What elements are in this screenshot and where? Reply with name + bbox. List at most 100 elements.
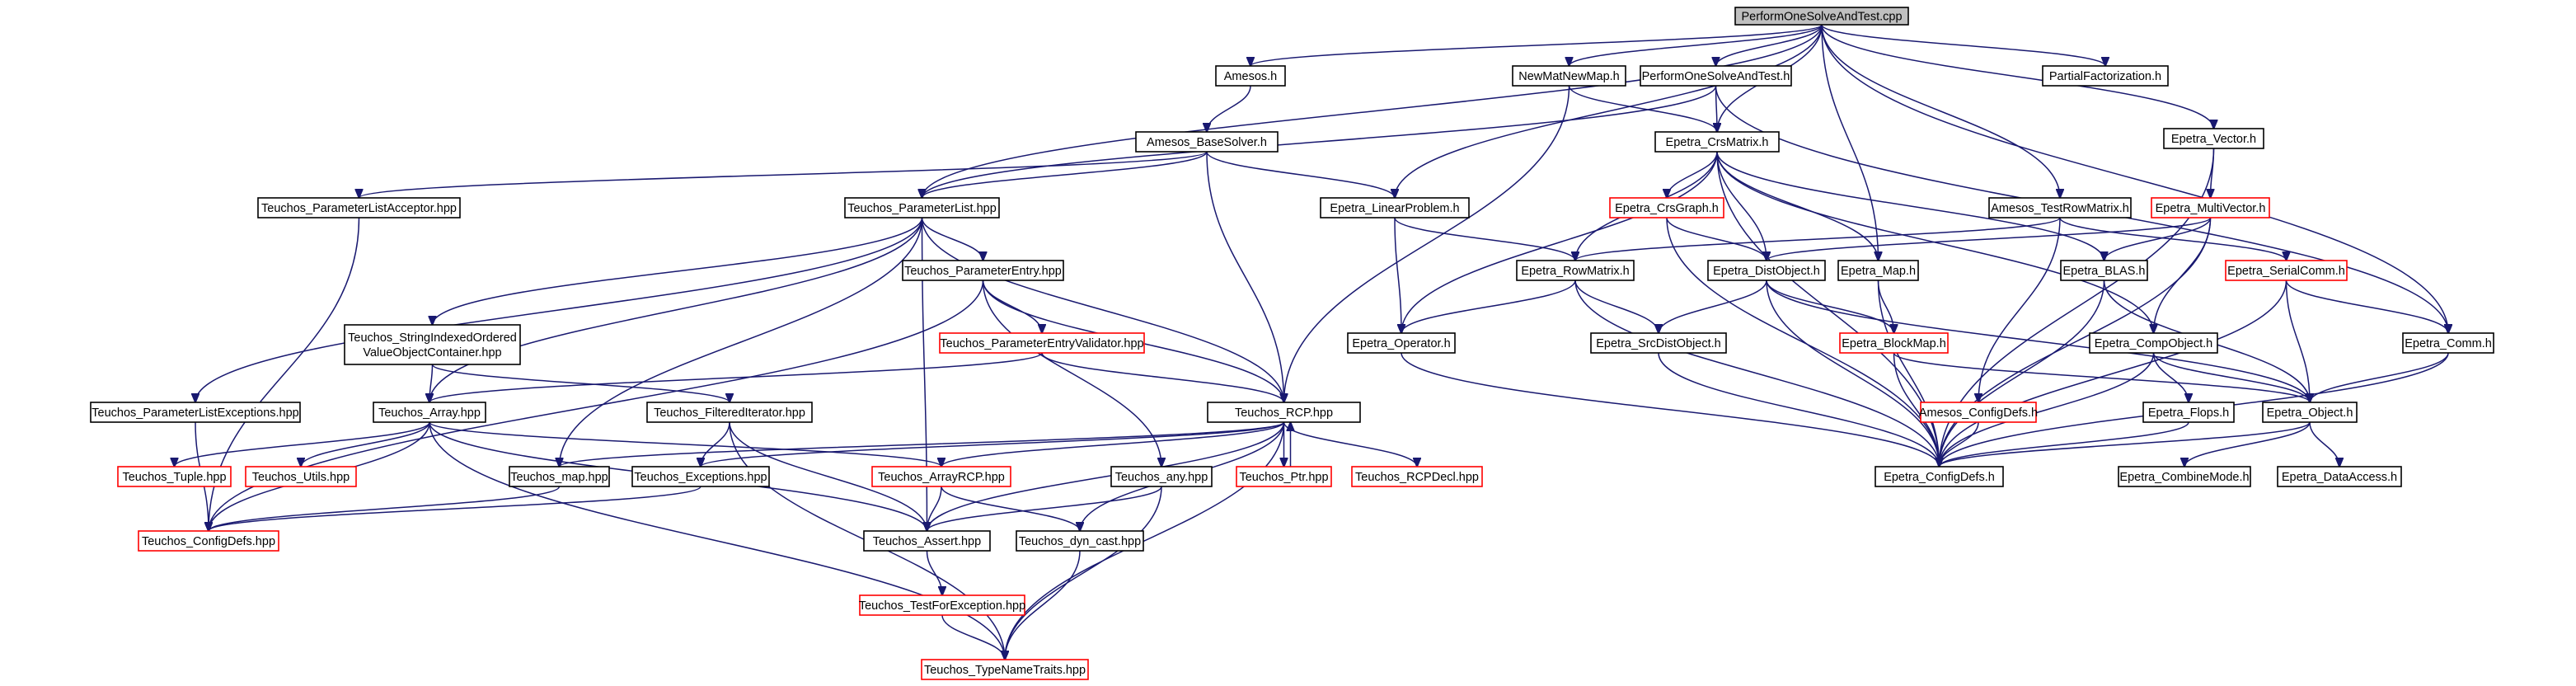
node-label: Epetra_MultiVector.h [2156,202,2266,215]
edge-root-to-partial [1821,24,2105,66]
node-label: Epetra_CombineMode.h [2119,471,2249,484]
edge-tarray-to-ttuple [175,421,430,467]
graph-node-combmode[interactable]: Epetra_CombineMode.h [2118,466,2251,487]
graph-node-strindexed[interactable]: Teuchos_StringIndexedOrderedValueObjectC… [344,324,521,365]
graph-node-flops[interactable]: Epetra_Flops.h [2142,402,2235,423]
edge-rcp-to-typename [1005,421,1285,660]
graph-node-amconfig[interactable]: Amesos_ConfigDefs.h [1919,402,2038,423]
graph-node-blas[interactable]: Epetra_BLAS.h [2060,260,2148,281]
graph-node-dyncast[interactable]: Teuchos_dyn_cast.hpp [1016,530,1144,552]
graph-node-pentry[interactable]: Teuchos_ParameterEntry.hpp [902,260,1064,281]
graph-node-rcp[interactable]: Teuchos_RCP.hpp [1207,402,1361,423]
graph-node-rcpdecl[interactable]: Teuchos_RCPDecl.hpp [1351,466,1483,487]
edge-posat_h-to-plist [922,85,1717,198]
graph-node-serialcomm[interactable]: Epetra_SerialComm.h [2225,260,2348,281]
graph-node-tptr[interactable]: Teuchos_Ptr.hpp [1236,466,1332,487]
graph-node-plistexc[interactable]: Teuchos_ParameterListExceptions.hpp [90,402,301,423]
node-label: Teuchos_FilteredIterator.hpp [654,406,805,420]
graph-node-filtered[interactable]: Teuchos_FilteredIterator.hpp [646,402,813,423]
graph-node-multivec[interactable]: Epetra_MultiVector.h [2151,197,2270,218]
graph-node-texc[interactable]: Teuchos_Exceptions.hpp [631,466,770,487]
node-box [1207,402,1361,423]
edge-rcp-to-tmap [560,421,1285,467]
edge-plist-to-pentry [921,217,983,261]
node-label: Teuchos_RCPDecl.hpp [1355,471,1479,484]
graph-node-testforexc[interactable]: Teuchos_TestForException.hpp [859,594,1025,616]
graph-node-tmap[interactable]: Teuchos_map.hpp [509,466,610,487]
node-label: Epetra_Comm.h [2405,337,2492,350]
edge-serialcomm-to-eobject [2285,280,2311,402]
node-label: Epetra_RowMatrix.h [1521,265,1629,278]
graph-node-tany[interactable]: Teuchos_any.hpp [1110,466,1213,487]
edge-distobj-to-blockmap [1766,280,1894,333]
edge-amconfig-to-econfig [1940,421,1979,467]
edge-root-to-testrow [1821,24,2060,198]
edge-distobj-to-econfig [1766,280,1940,467]
graph-node-tarray[interactable]: Teuchos_Array.hpp [373,402,486,423]
graph-node-basesolver[interactable]: Amesos_BaseSolver.h [1135,131,1279,153]
node-box [631,466,770,487]
graph-node-eoperator[interactable]: Epetra_Operator.h [1347,332,1456,354]
graph-node-arrayrcp[interactable]: Teuchos_ArrayRCP.hpp [871,466,1011,487]
graph-node-amesos_h[interactable]: Amesos.h [1215,65,1286,87]
edge-pentry-to-pevalidator [982,280,1043,333]
graph-node-evector[interactable]: Epetra_Vector.h [2163,128,2264,149]
graph-node-ttuple[interactable]: Teuchos_Tuple.hpp [117,466,232,487]
edge-newmat-to-rcp [1284,85,1570,402]
node-label: Teuchos_ParameterList.hpp [847,202,997,215]
graph-node-tconfig[interactable]: Teuchos_ConfigDefs.hpp [138,530,279,552]
edge-blockmap-to-eobject [1893,352,2311,402]
node-box [117,466,232,487]
graph-node-tutils[interactable]: Teuchos_Utils.hpp [245,466,357,487]
edge-root-to-linprob [1395,24,1823,198]
edge-plist-to-tarray [429,217,923,402]
graph-node-linprob[interactable]: Epetra_LinearProblem.h [1320,197,1470,218]
graph-node-posat_h[interactable]: PerformOneSolveAndTest.h [1640,65,1792,87]
graph-node-compobj[interactable]: Epetra_CompObject.h [2089,332,2218,354]
node-label: Epetra_SrcDistObject.h [1596,337,1721,350]
graph-node-distobj[interactable]: Epetra_DistObject.h [1707,260,1826,281]
graph-node-econfig[interactable]: Epetra_ConfigDefs.h [1875,466,2004,487]
edge-flops-to-econfig [1940,421,2189,467]
graph-node-crsgraph[interactable]: Epetra_CrsGraph.h [1609,197,1724,218]
graph-node-tassert[interactable]: Teuchos_Assert.hpp [863,530,991,552]
graph-node-blockmap[interactable]: Epetra_BlockMap.h [1839,332,1949,354]
node-label: Epetra_Vector.h [2171,133,2256,146]
graph-node-typename[interactable]: Teuchos_TypeNameTraits.hpp [921,659,1089,680]
edge-testrow-to-rowmatrix [1575,217,2061,261]
node-box [1839,332,1949,354]
graph-node-partial[interactable]: PartialFactorization.h [2042,65,2169,87]
node-label: NewMatNewMap.h [1518,70,1620,83]
graph-node-ecomm[interactable]: Epetra_Comm.h [2402,332,2494,354]
edge-pevalidator-to-rcp [1041,352,1284,402]
node-box [921,659,1089,680]
edge-crsmatrix-to-blas [1716,151,2104,261]
graph-node-testrow[interactable]: Amesos_TestRowMatrix.h [1988,197,2132,218]
graph-node-eobject[interactable]: Epetra_Object.h [2262,402,2358,423]
edge-crsmatrix-to-distobj [1716,151,1767,261]
edge-root-to-posat_h [1716,24,1823,66]
edge-root-to-amesos_h [1250,24,1823,66]
graph-node-emap[interactable]: Epetra_Map.h [1837,260,1919,281]
graph-node-root[interactable]: PerformOneSolveAndTest.cpp [1734,7,1909,26]
edge-pevalidator-to-tarray [429,352,1043,402]
node-box [1640,65,1792,87]
edge-root-to-evector [1821,24,2214,129]
graph-node-srcdist[interactable]: Epetra_SrcDistObject.h [1590,332,1727,354]
graph-node-rowmatrix[interactable]: Epetra_RowMatrix.h [1516,260,1635,281]
node-box [1920,402,2037,423]
graph-node-crsmatrix[interactable]: Epetra_CrsMatrix.h [1654,131,1780,153]
graph-node-plist[interactable]: Teuchos_ParameterList.hpp [844,197,1000,218]
graph-node-newmat[interactable]: NewMatNewMap.h [1512,65,1626,87]
node-box [859,594,1025,616]
edge-tany-to-tassert [927,486,1162,531]
node-label: Teuchos_Utils.hpp [252,471,350,484]
graph-node-pevalidator[interactable]: Teuchos_ParameterEntryValidator.hpp [939,332,1145,354]
node-box [2118,466,2251,487]
edge-rcp-to-rcpdecl [1283,421,1418,467]
node-box [1110,466,1213,487]
graph-node-plistacc[interactable]: Teuchos_ParameterListAcceptor.hpp [257,197,461,218]
graph-node-dataaccess[interactable]: Epetra_DataAccess.h [2277,466,2402,487]
edge-compobj-to-eobject [2152,352,2311,402]
edge-basesolver-to-plist [922,151,1208,198]
